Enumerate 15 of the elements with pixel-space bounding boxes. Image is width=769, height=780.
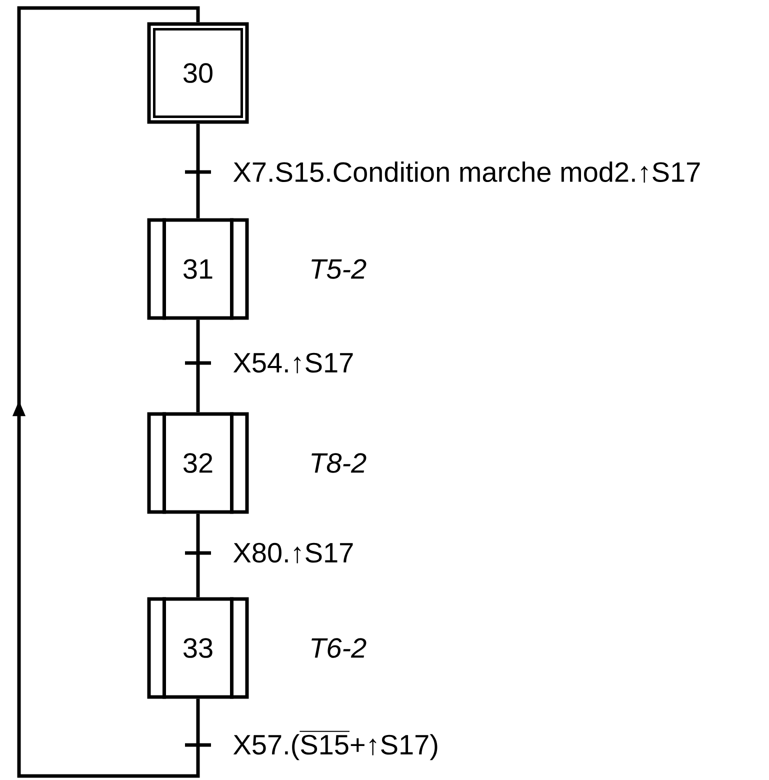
loop-arrow xyxy=(12,6,200,778)
macro-step-box: 33 xyxy=(147,597,249,699)
macro-step-box: 31 xyxy=(147,218,249,320)
transition-condition: X7.S15.Condition marche mod2.↑S17 xyxy=(233,161,700,183)
step-action: T6-2 xyxy=(312,638,366,658)
transition-condition: X80.↑S17 xyxy=(233,542,353,564)
transition-condition: X54.↑S17 xyxy=(233,352,353,374)
connector-line xyxy=(196,514,200,598)
macro-step-box: 32 xyxy=(147,412,249,514)
connector-line xyxy=(196,124,200,218)
connector-line xyxy=(196,320,200,412)
initial-step-box: 30 xyxy=(147,22,249,124)
step-action: T8-2 xyxy=(312,453,366,473)
step-action: T5-2 xyxy=(312,259,366,279)
transition-condition: $\text{X57.(}\overline{\text{S15}}\text{+↑S17)}$ xyxy=(233,731,438,760)
